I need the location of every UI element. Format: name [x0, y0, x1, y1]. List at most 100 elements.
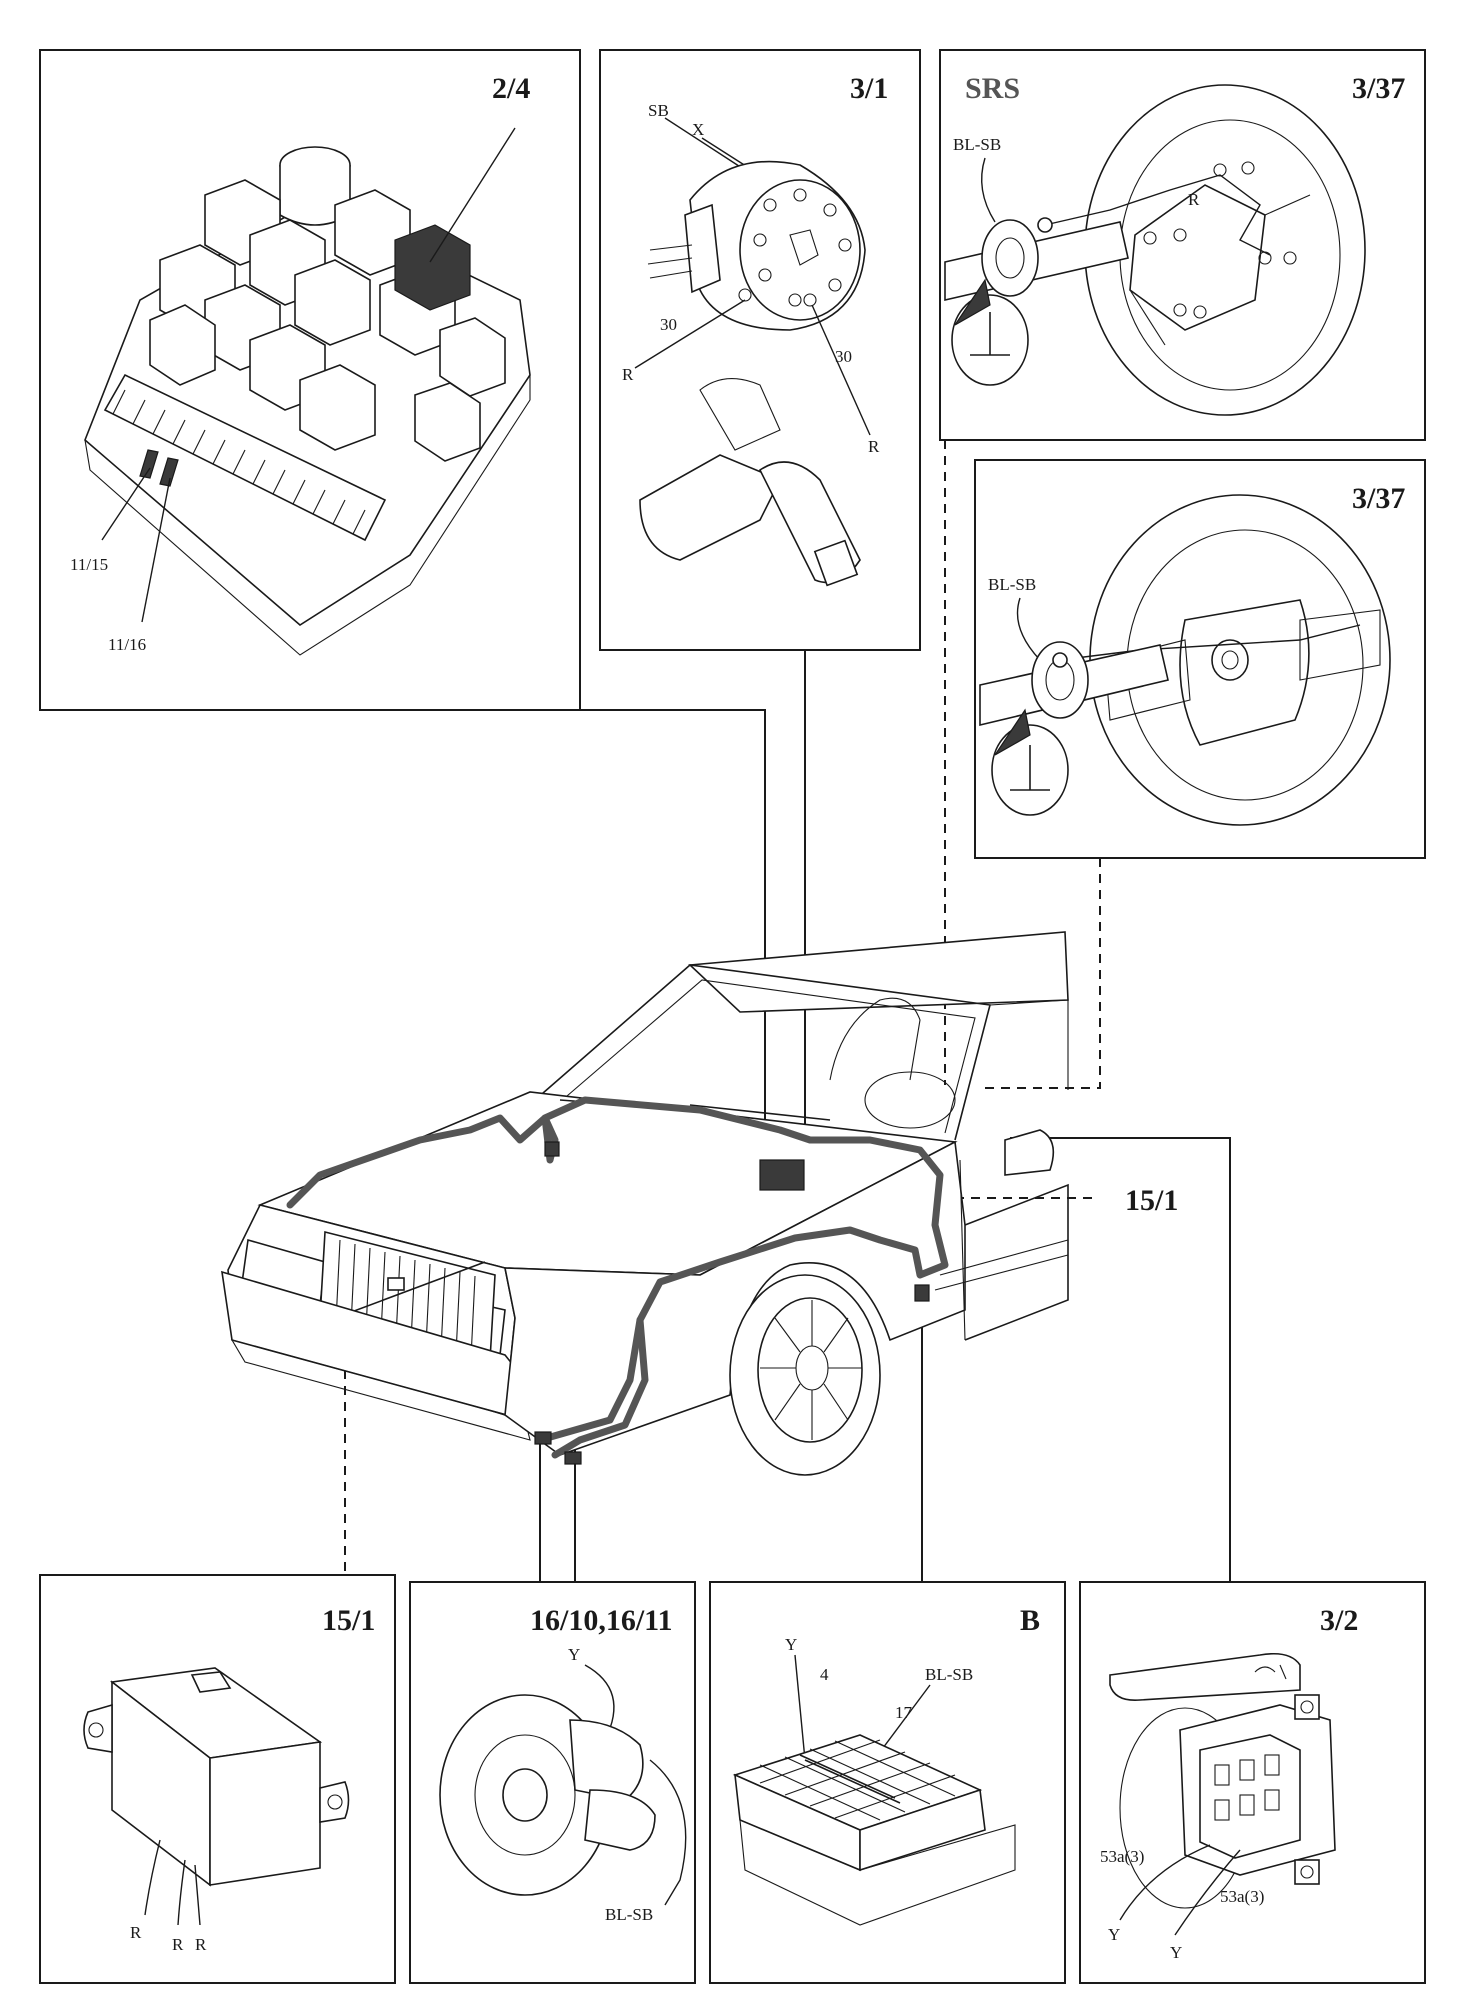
front-wheel-rim: [757, 1297, 863, 1443]
inset-connector: B Y 4 BL-SB 17: [709, 1581, 1066, 1984]
label-r2: R: [172, 1935, 184, 1954]
horn-center: [502, 1768, 548, 1822]
label-4: 4: [820, 1665, 829, 1684]
grille-badge: [387, 1277, 405, 1291]
leader-11-16: [141, 477, 171, 623]
wire-r2: [177, 1859, 186, 1926]
steering-wire: [1059, 624, 1361, 661]
label-r-left: R: [622, 365, 634, 384]
wire-bundle-2: [647, 257, 693, 265]
horn-body-2: [584, 1789, 656, 1851]
wiper-stalk-symbol: [1254, 1664, 1287, 1680]
switch-terminals: [738, 188, 852, 307]
car-door-line: [959, 1159, 966, 1341]
horn-contact: [1211, 639, 1249, 681]
label-30-right: 30: [835, 347, 852, 366]
mount-tab-left: [83, 1703, 113, 1753]
steering-spokes-2: [1299, 609, 1381, 681]
wire-r1: [144, 1839, 161, 1916]
inset-title: 3/1: [850, 72, 888, 105]
mount-screw-bottom: [1294, 1859, 1320, 1885]
srs-wire: [1044, 174, 1271, 256]
leader-y: [794, 1654, 806, 1761]
relay-cubes: [149, 179, 506, 462]
car-side-trim: [939, 1239, 1069, 1276]
switch-block: [1199, 1734, 1301, 1859]
mount-screw-right: [327, 1794, 343, 1810]
leader-11-15: [101, 467, 151, 541]
inset-relay-box: 2/4: [39, 49, 581, 711]
lock-cylinder: [639, 454, 782, 561]
connector-highlight-row-2: [804, 1759, 901, 1804]
column-clamp-inner: [995, 237, 1025, 279]
inset-steering: 3/37 BL-SB SB: [974, 459, 1426, 859]
windshield-inner: [559, 979, 976, 1134]
wire-r3: [194, 1864, 201, 1926]
car-side-trim-2: [934, 1254, 1069, 1291]
label-11-16: 11/16: [108, 635, 146, 654]
fuse-strip: [103, 373, 387, 542]
link-wiper-switch: [1010, 1137, 1231, 1582]
car-illustration: [221, 931, 1069, 1476]
connector-base: [739, 1819, 1016, 1926]
inset-title: 3/37: [1352, 72, 1405, 105]
pad-contacts: [1143, 161, 1297, 319]
leader-bl-sb: [879, 1684, 931, 1753]
inset-title: 15/1: [322, 1604, 375, 1637]
lock-top-part: [699, 378, 781, 451]
a-pillar-right: [989, 999, 1069, 1090]
label-sb: SB: [648, 101, 669, 120]
label-bl-sb: BL-SB: [605, 1905, 653, 1924]
connector-grid: [759, 1739, 956, 1821]
mount-screw-bottom-head: [1300, 1865, 1314, 1879]
mount-tab-right: [319, 1781, 350, 1823]
mount-screw-left: [88, 1722, 104, 1738]
inset-title: 16/10,16/11: [530, 1604, 673, 1637]
connector-highlight-row: [799, 1754, 896, 1799]
inset-title: 3/37: [1352, 482, 1405, 515]
label-bl-sb: BL-SB: [953, 135, 1001, 154]
lower-bumper: [230, 1339, 531, 1441]
leader-y1: [1119, 1844, 1211, 1921]
label-pin-b: 53a(3): [1220, 1887, 1264, 1906]
lock-key-face: [813, 539, 859, 587]
relay-box-edge: [84, 375, 531, 656]
wheel-spokes: [760, 1300, 862, 1440]
interior-steering-wheel: [864, 1071, 956, 1129]
label-bl-sb: BL-SB: [925, 1665, 973, 1684]
wiper-arm-right: [689, 1104, 831, 1121]
leader-bl-sb: [1016, 597, 1041, 661]
inset-frame: [599, 49, 921, 651]
label-y: Y: [568, 1645, 580, 1664]
connector-tab: [1037, 217, 1053, 233]
key-slot: [789, 229, 819, 266]
leader-r-right: [811, 304, 871, 436]
leader-sb: [664, 117, 746, 171]
horn-bell-ring: [474, 1734, 576, 1856]
connector-latch: [190, 1671, 232, 1693]
link-steering: [985, 858, 1101, 1089]
link-relay-box: [580, 709, 766, 1140]
steering-spoke-2: [1264, 194, 1311, 216]
inset-title: B: [1020, 1604, 1040, 1637]
leader-bl-sb: [980, 157, 996, 223]
wiring-harness-branch: [536, 1316, 644, 1444]
car-side-line: [964, 1183, 1069, 1341]
label-bl-sb: BL-SB: [988, 575, 1036, 594]
leader-bl-sb: [649, 1759, 687, 1906]
highlighted-relay: [394, 224, 471, 311]
horn-contact-inner: [1221, 650, 1239, 670]
wire-bundle: [649, 244, 693, 251]
leader-y2: [1174, 1849, 1241, 1936]
wiring-harness-main: [286, 1096, 949, 1459]
label-11-15: 11/15: [70, 555, 108, 574]
switch-terminals: [1214, 1754, 1280, 1821]
mount-screw-top: [1294, 1694, 1320, 1720]
label-x: X: [692, 120, 704, 139]
wire-bundle-3: [649, 270, 693, 279]
harness-connector-c: [914, 1284, 930, 1302]
inset-steering-srs: SRS 3/37 BL-SB R: [939, 49, 1426, 441]
leader-r-left: [634, 299, 746, 369]
fuse-11-16: [159, 457, 179, 487]
